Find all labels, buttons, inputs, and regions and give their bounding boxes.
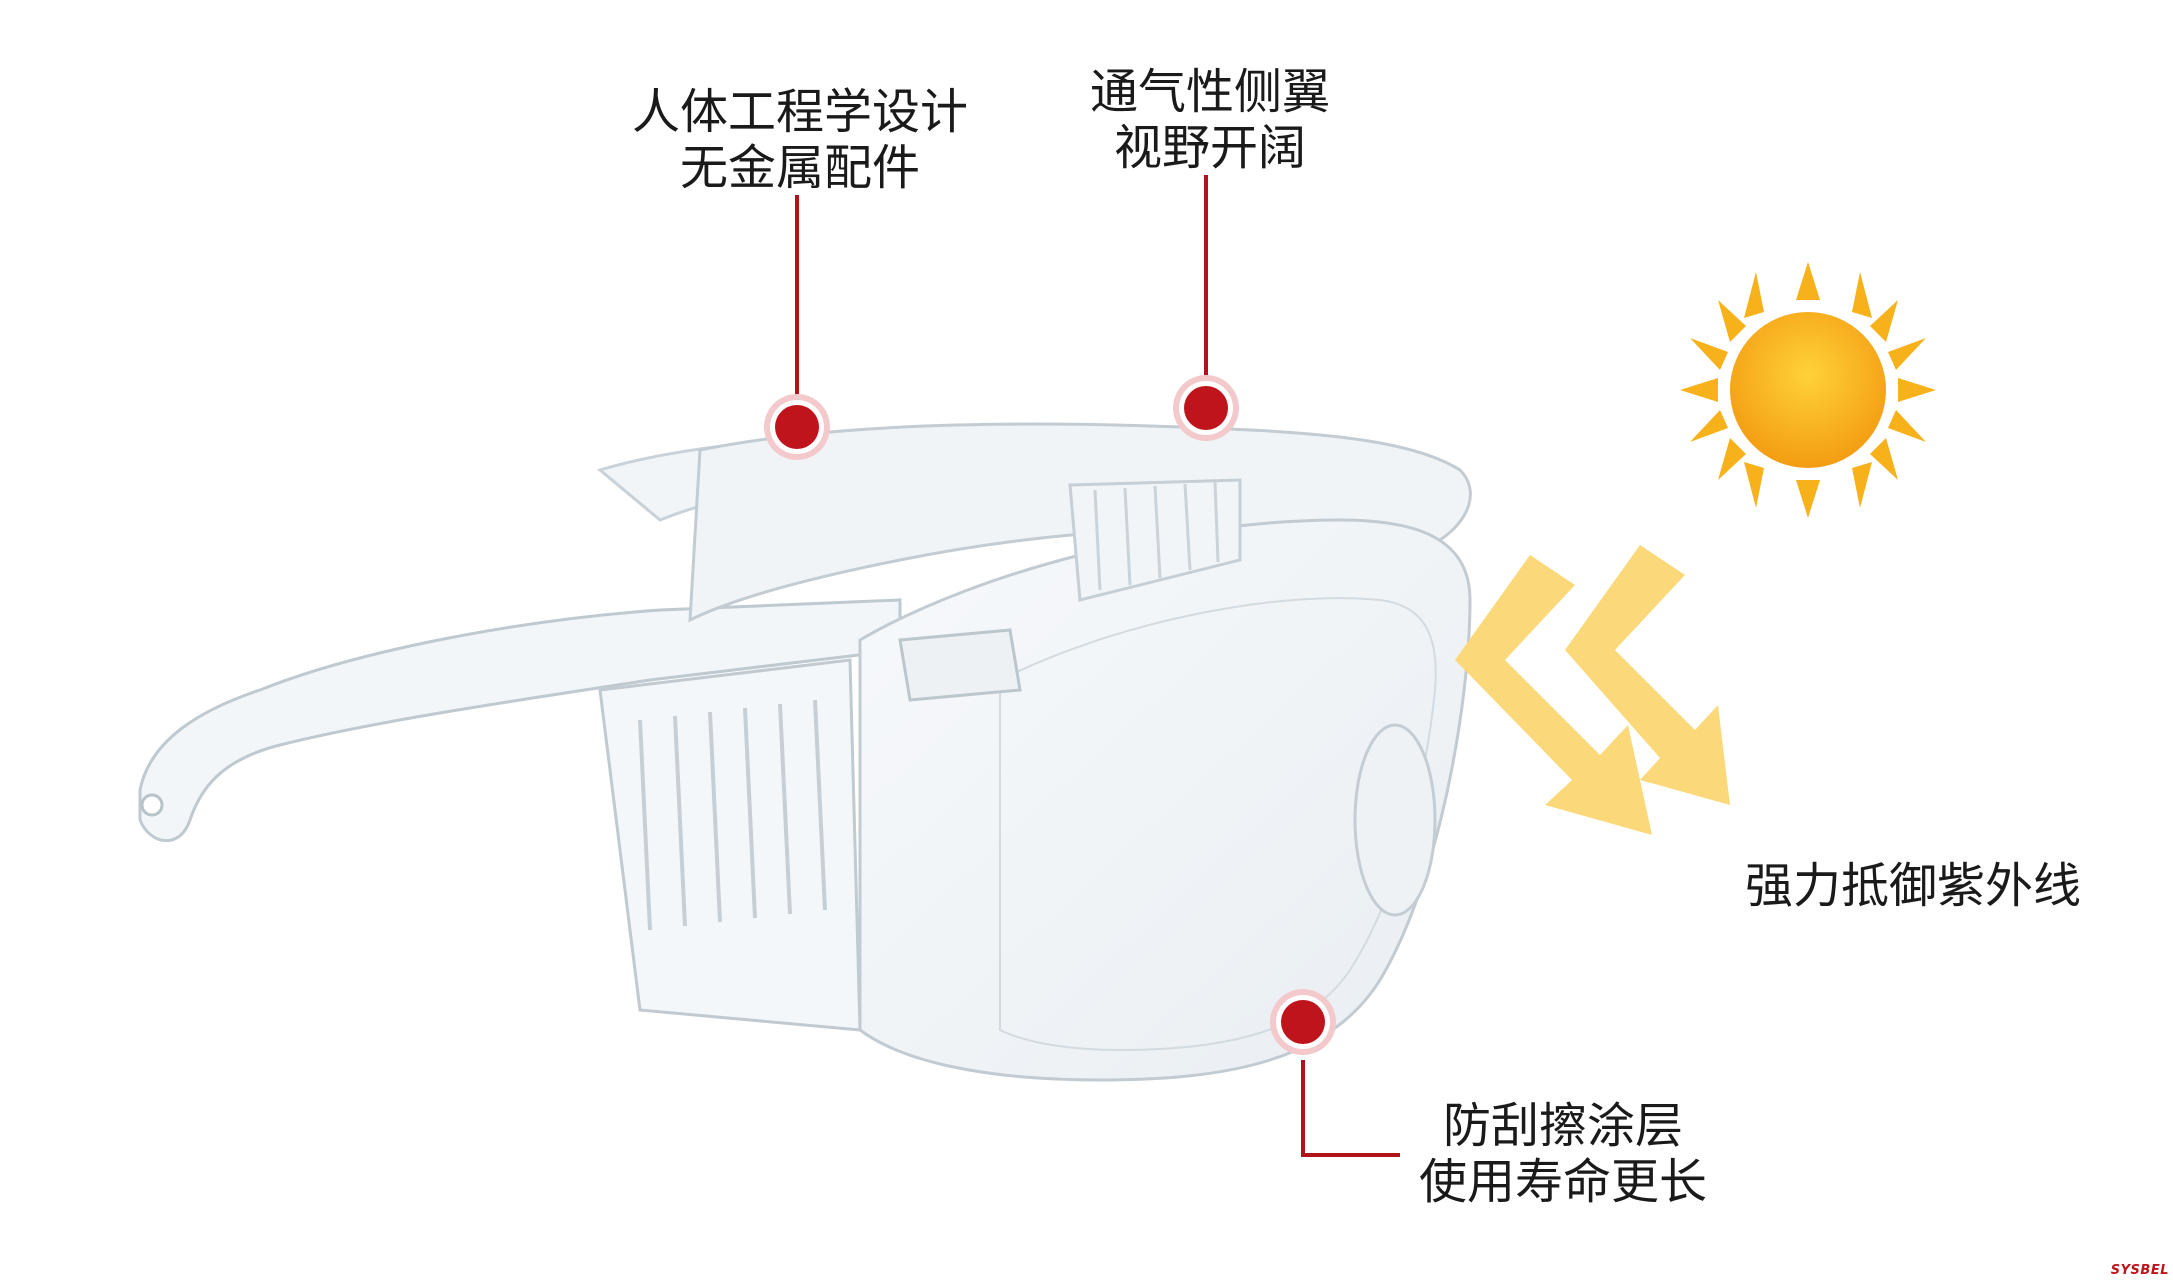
sun-icon: [1680, 262, 1936, 518]
temple-hook-hole: [140, 793, 164, 817]
side-vent-slats-front: [638, 699, 827, 931]
callout-ergonomic-line1: 人体工程学设计: [631, 84, 968, 140]
callout-scratch-coating: 防刮擦涂层 使用寿命更长: [1418, 1098, 1708, 1210]
side-vent-slats-back: [1093, 481, 1220, 591]
callout-ventilation-line2: 视野开阔: [1113, 120, 1306, 176]
callout-scratch-line1: 防刮擦涂层: [1442, 1098, 1683, 1154]
callout-marker-icon: [1270, 989, 1336, 1055]
temple-arm-front: [138, 598, 902, 843]
callout-ergonomic-design: 人体工程学设计 无金属配件: [620, 84, 980, 196]
callout-scratch-line2: 使用寿命更长: [1418, 1154, 1707, 1210]
uv-rays-arrow-icon: [1455, 545, 1730, 835]
callout-ventilation: 通气性侧翼 视野开阔: [1080, 64, 1340, 176]
callout-uv-protection: 强力抵御紫外线: [1745, 858, 2082, 914]
leader-line-scratch: [1301, 1060, 1400, 1157]
nose-pad: [1353, 723, 1437, 917]
callout-ergonomic-line2: 无金属配件: [679, 140, 920, 196]
hinge: [898, 628, 1022, 702]
callout-marker-icon: [1173, 375, 1239, 441]
callout-marker-icon: [764, 394, 830, 460]
callout-uv-line1: 强力抵御紫外线: [1745, 858, 2082, 914]
side-shield-back: [1068, 478, 1242, 602]
brand-logo: SYSBEL: [2110, 1263, 2169, 1278]
callout-ventilation-line1: 通气性侧翼: [1089, 64, 1330, 120]
side-shield-front: [598, 658, 862, 1032]
